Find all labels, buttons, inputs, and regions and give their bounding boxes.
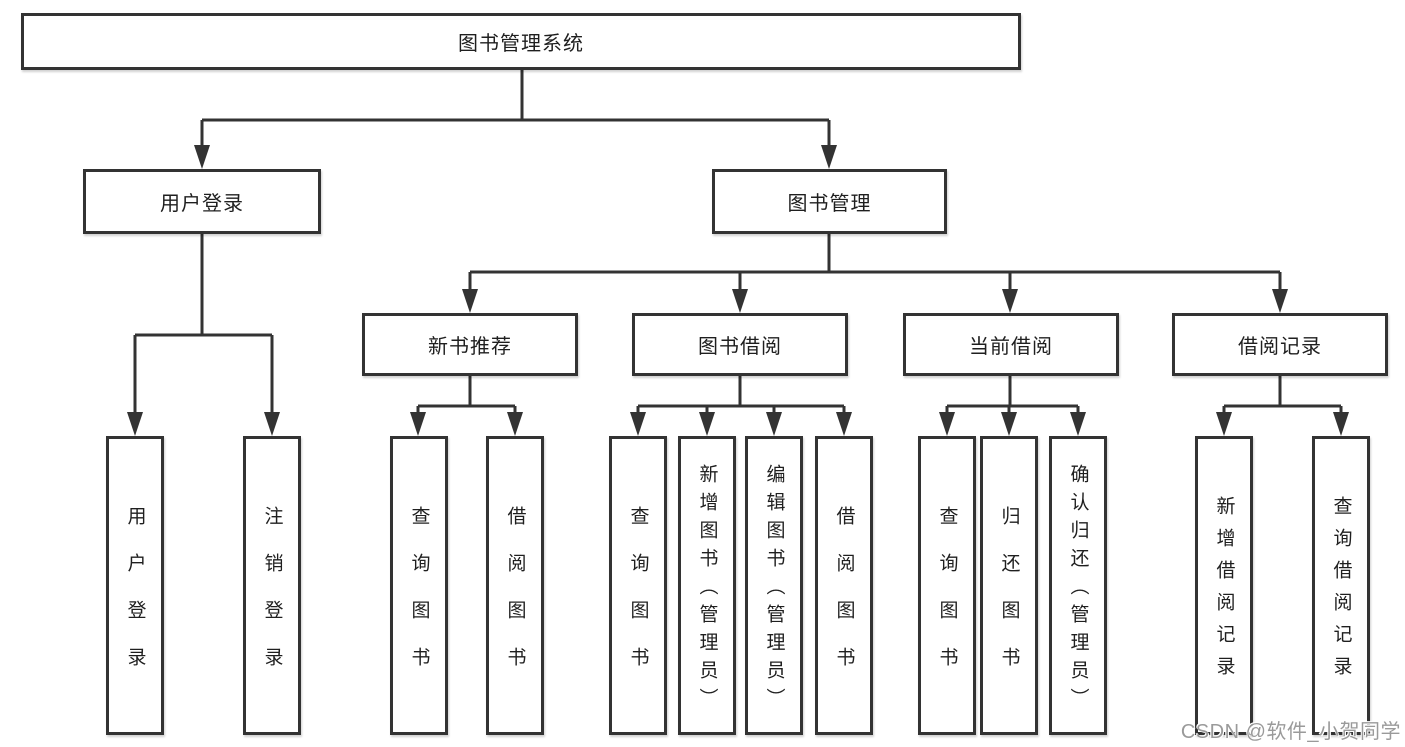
node-user-login: 用户登录 — [83, 169, 321, 234]
connector-user-login-path — [133, 234, 274, 413]
connector-book-borrow-path — [636, 376, 846, 413]
connector-borrow-records-branch — [1216, 376, 1349, 436]
arrowhead-to-bb-add — [699, 412, 715, 436]
node-book-management-label: 图书管理 — [787, 193, 872, 215]
leaf-br-query-record-label: 查询借阅记录 — [1330, 496, 1352, 688]
arrowhead-to-new-book — [462, 289, 478, 313]
node-current-borrow-label: 当前借阅 — [969, 336, 1053, 358]
leaf-cb-return-book: 归还图书 — [980, 436, 1038, 735]
connector-root-branch — [194, 70, 837, 169]
node-book-management: 图书管理 — [712, 169, 947, 234]
node-borrow-records: 借阅记录 — [1172, 313, 1388, 376]
leaf-bb-edit-book: 编辑图书（管理员） — [745, 436, 803, 735]
leaf-user-login-label: 用户登录 — [124, 505, 146, 694]
leaf-logout: 注销登录 — [243, 436, 301, 735]
leaf-nb-borrow-book: 借阅图书 — [486, 436, 544, 735]
node-current-borrow: 当前借阅 — [903, 313, 1119, 376]
leaf-user-login: 用户登录 — [106, 436, 164, 735]
node-borrow-records-label: 借阅记录 — [1238, 336, 1322, 358]
connector-book-mgmt-path — [468, 234, 1282, 290]
arrowhead-to-cb-return — [1001, 412, 1017, 436]
arrowhead-to-bb-query — [630, 412, 646, 436]
node-new-book-recommend-label: 新书推荐 — [428, 336, 512, 358]
connector-borrow-records-path — [1222, 376, 1343, 413]
leaf-cb-query-book-label: 查询图书 — [936, 505, 958, 694]
node-root-label: 图书管理系统 — [458, 33, 584, 55]
leaf-bb-edit-book-label: 编辑图书（管理员） — [763, 464, 785, 716]
leaf-bb-query-book: 查询图书 — [609, 436, 667, 735]
arrowhead-to-cb-confirm — [1070, 412, 1086, 436]
arrowhead-to-book-mgmt — [821, 145, 837, 169]
arrowhead-to-current-borrow — [1002, 289, 1018, 313]
leaf-cb-return-book-label: 归还图书 — [998, 505, 1020, 694]
node-new-book-recommend: 新书推荐 — [362, 313, 578, 376]
arrowhead-to-nb-borrow — [507, 412, 523, 436]
connector-new-book-path — [416, 376, 517, 413]
connector-new-book-branch — [410, 376, 523, 436]
leaf-cb-confirm-return: 确认归还（管理员） — [1049, 436, 1107, 735]
arrowhead-to-leaf-logout — [264, 412, 280, 436]
arrowhead-to-bb-edit — [766, 412, 782, 436]
connector-current-borrow-path — [945, 376, 1080, 413]
node-book-borrow: 图书借阅 — [632, 313, 848, 376]
arrowhead-to-cb-query — [939, 412, 955, 436]
leaf-bb-query-book-label: 查询图书 — [627, 505, 649, 694]
connector-root-path — [200, 70, 831, 146]
leaf-nb-query-book: 查询图书 — [390, 436, 448, 735]
arrowhead-to-user-login — [194, 145, 210, 169]
leaf-cb-query-book: 查询图书 — [918, 436, 976, 735]
leaf-bb-add-book: 新增图书（管理员） — [678, 436, 736, 735]
connector-user-login-branch — [127, 234, 280, 436]
node-root-system: 图书管理系统 — [21, 13, 1021, 70]
leaf-br-add-record-label: 新增借阅记录 — [1213, 496, 1235, 688]
arrowhead-to-borrow-records — [1272, 289, 1288, 313]
leaf-logout-label: 注销登录 — [261, 505, 283, 694]
arrowhead-to-leaf-login — [127, 412, 143, 436]
arrowhead-to-br-add — [1216, 412, 1232, 436]
csdn-watermark: CSDN @软件_小贺同学 — [1180, 721, 1401, 743]
arrowhead-to-bb-borrow — [836, 412, 852, 436]
connector-book-mgmt-branch — [462, 234, 1288, 313]
node-book-borrow-label: 图书借阅 — [698, 336, 782, 358]
arrowhead-to-nb-query — [410, 412, 426, 436]
leaf-bb-borrow-book-label: 借阅图书 — [833, 505, 855, 694]
leaf-br-add-record: 新增借阅记录 — [1195, 436, 1253, 735]
arrowhead-to-br-query — [1333, 412, 1349, 436]
leaf-br-query-record: 查询借阅记录 — [1312, 436, 1370, 735]
connector-book-borrow-branch — [630, 376, 852, 436]
leaf-nb-query-book-label: 查询图书 — [408, 505, 430, 694]
leaf-bb-borrow-book: 借阅图书 — [815, 436, 873, 735]
node-user-login-label: 用户登录 — [160, 193, 244, 215]
leaf-cb-confirm-return-label: 确认归还（管理员） — [1067, 464, 1089, 716]
connector-current-borrow-branch — [939, 376, 1086, 436]
arrowhead-to-book-borrow — [732, 289, 748, 313]
leaf-nb-borrow-book-label: 借阅图书 — [504, 505, 526, 694]
leaf-bb-add-book-label: 新增图书（管理员） — [696, 464, 718, 716]
